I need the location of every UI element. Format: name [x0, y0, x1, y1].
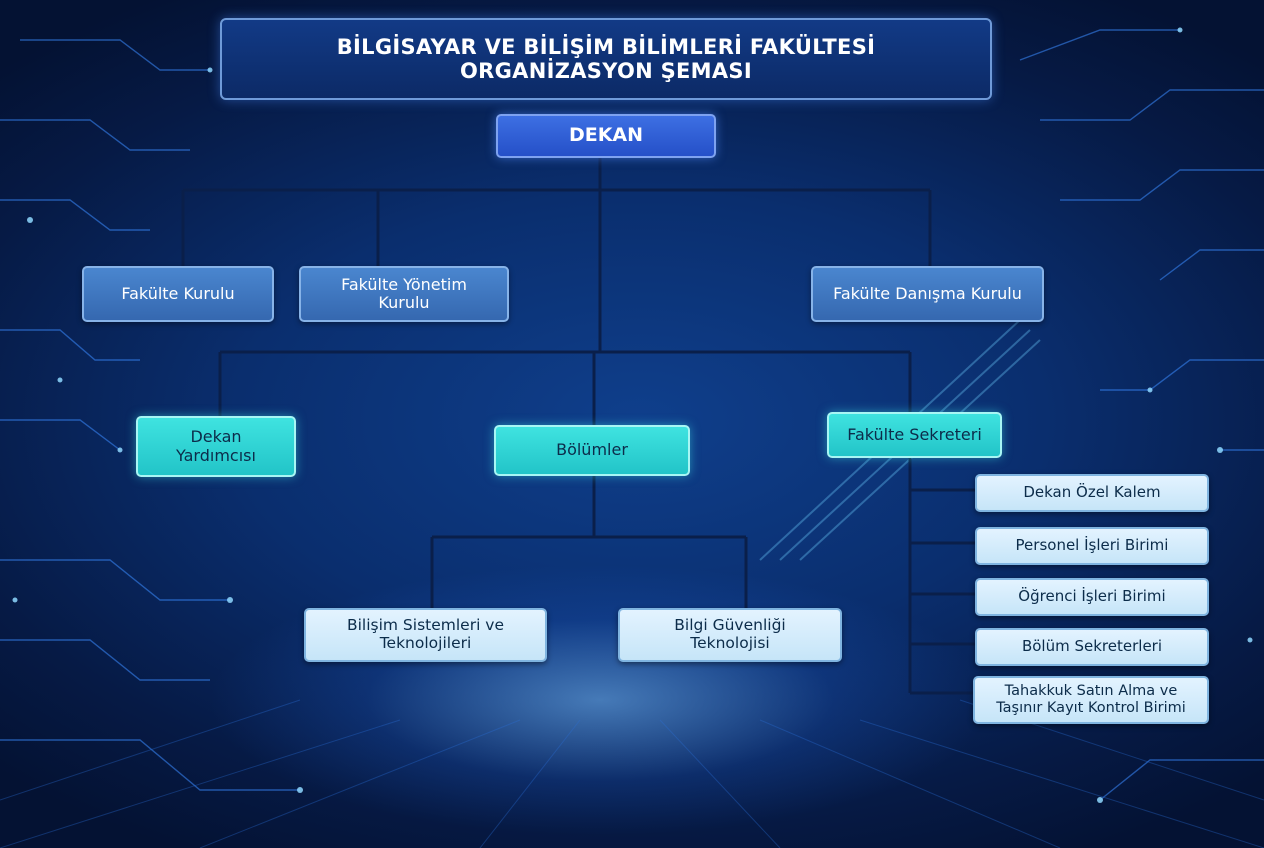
information-systems-department-box: Bilişim Sistemleri ve Teknolojileri	[304, 608, 547, 662]
personnel-affairs-box: Personel İşleri Birimi	[975, 527, 1209, 565]
department-secretaries-box: Bölüm Sekreterleri	[975, 628, 1209, 666]
accrual-purchasing-unit-box: Tahakkuk Satın Alma ve Taşınır Kayıt Kon…	[973, 676, 1209, 724]
faculty-executive-board-box: Fakülte Yönetim Kurulu	[299, 266, 509, 322]
faculty-advisory-board-box: Fakülte Danışma Kurulu	[811, 266, 1044, 322]
student-affairs-box: Öğrenci İşleri Birimi	[975, 578, 1209, 616]
departments-box: Bölümler	[494, 425, 690, 476]
dean-box: DEKAN	[496, 114, 716, 158]
information-security-department-box: Bilgi Güvenliği Teknolojisi	[618, 608, 842, 662]
faculty-secretary-box: Fakülte Sekreteri	[827, 412, 1002, 458]
vice-dean-box: Dekan Yardımcısı	[136, 416, 296, 477]
faculty-board-box: Fakülte Kurulu	[82, 266, 274, 322]
chart-title: BİLGİSAYAR VE BİLİŞİM BİLİMLERİ FAKÜLTES…	[220, 18, 992, 100]
dean-private-office-box: Dekan Özel Kalem	[975, 474, 1209, 512]
